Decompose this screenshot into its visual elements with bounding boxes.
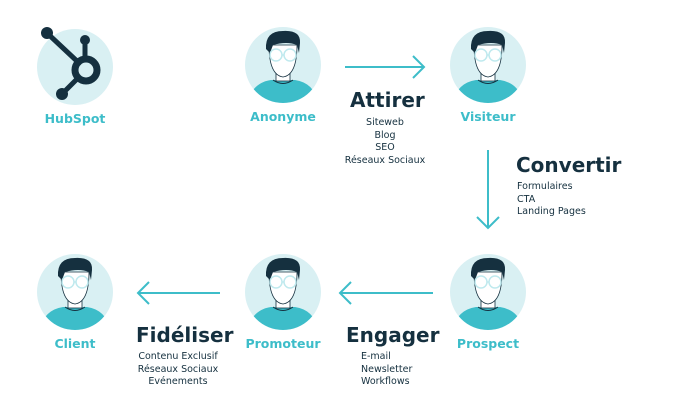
stage-list-fideliser: Contenu Exclusif Réseaux Sociaux Evéneme… [128, 351, 228, 389]
node-label: HubSpot [44, 111, 106, 126]
node-promoteur: Promoteur [238, 252, 328, 351]
node-client: Client [30, 252, 120, 351]
avatar-icon [450, 254, 526, 330]
list-item: Réseaux Sociaux [344, 154, 426, 166]
list-item: Siteweb [366, 117, 404, 128]
node-hubspot: HubSpot [30, 27, 120, 126]
stage-title-fideliser: Fidéliser [136, 323, 234, 347]
list-item: Réseaux Sociaux [137, 363, 219, 375]
list-item: Landing Pages [517, 206, 586, 217]
stage-title-convertir: Convertir [516, 153, 622, 177]
list-item: E-mail [361, 351, 391, 362]
stage-list-convertir: Formulaires CTA Landing Pages [517, 181, 586, 219]
arrow-down-icon [476, 150, 500, 230]
list-item: CTA [517, 193, 536, 205]
node-visiteur: Visiteur [443, 25, 533, 124]
node-label: Promoteur [245, 336, 321, 351]
node-label: Client [54, 336, 96, 351]
avatar-icon [245, 254, 321, 330]
arrow-right-icon [345, 55, 426, 79]
arrow-left-icon [136, 281, 220, 305]
arrow-left-icon [338, 281, 433, 305]
list-item: Evénements [148, 376, 208, 387]
list-item: SEO [375, 142, 395, 153]
node-label: Visiteur [460, 109, 516, 124]
avatar-icon [37, 254, 113, 330]
stage-list-attirer: Siteweb Blog SEO Réseaux Sociaux [335, 117, 435, 167]
node-anonyme: Anonyme [238, 25, 328, 124]
stage-title-engager: Engager [346, 323, 440, 347]
stage-title-attirer: Attirer [350, 88, 425, 112]
list-item: Blog [374, 129, 396, 141]
stage-list-engager: E-mail Newsletter Workflows [361, 351, 412, 389]
node-label: Anonyme [250, 109, 316, 124]
list-item: Contenu Exclusif [138, 351, 218, 362]
avatar-icon [450, 27, 526, 103]
list-item: Workflows [361, 376, 410, 387]
hubspot-logo-icon [37, 27, 113, 105]
list-item: Newsletter [361, 363, 413, 375]
node-label: Prospect [456, 336, 520, 351]
list-item: Formulaires [517, 181, 573, 192]
avatar-icon [245, 27, 321, 103]
node-prospect: Prospect [443, 252, 533, 351]
